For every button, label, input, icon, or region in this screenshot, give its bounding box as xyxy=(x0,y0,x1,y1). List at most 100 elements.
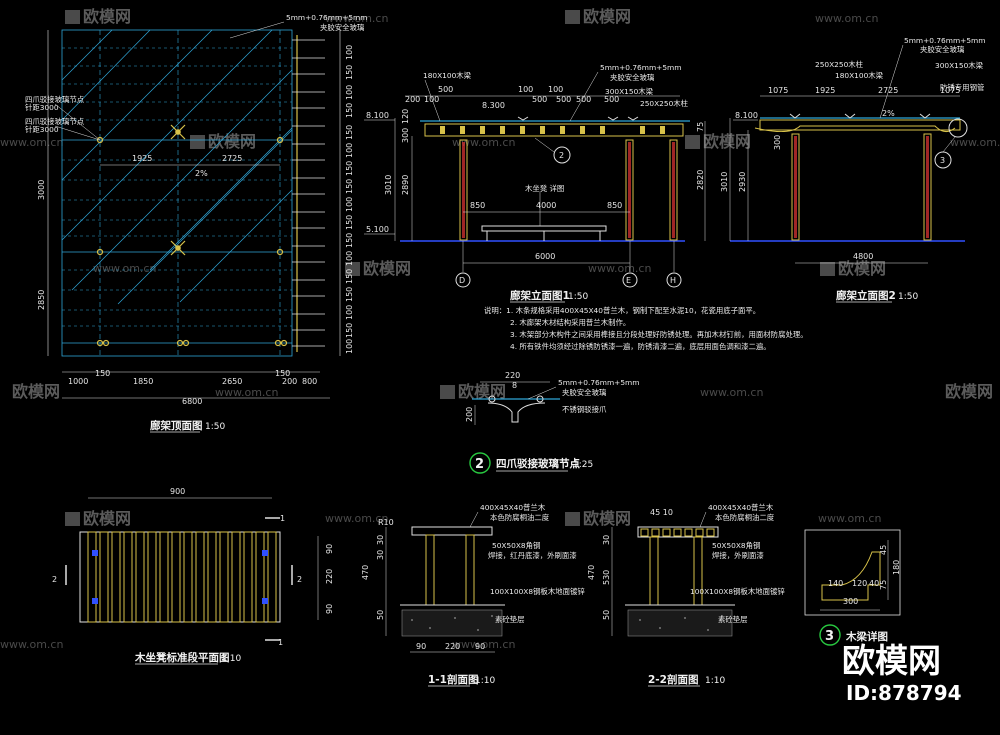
svg-text:100: 100 xyxy=(345,143,354,158)
svg-text:2: 2 xyxy=(559,151,564,160)
elevation-2: 1075 1925 2725 1075 250X250木柱 180X100木梁 … xyxy=(720,36,985,303)
svg-text:850: 850 xyxy=(607,201,622,210)
svg-text:1:50: 1:50 xyxy=(205,422,225,432)
svg-text:90: 90 xyxy=(416,642,426,651)
svg-text:4. 所有铁件均须经过除锈防锈漆一遍，防锈清漆二遍，底层用面: 4. 所有铁件均须经过除锈防锈漆一遍，防锈清漆二遍，底层用面色调和漆二遍。 xyxy=(510,342,771,351)
svg-text:1000: 1000 xyxy=(68,377,88,386)
svg-text:1:10: 1:10 xyxy=(705,676,725,686)
svg-text:150: 150 xyxy=(345,323,354,338)
watermark-brand: 欧模网 xyxy=(363,259,411,278)
svg-text:220: 220 xyxy=(325,569,334,584)
plan-view: 100 150 100 150 150 100 150 150 100 150 … xyxy=(25,13,367,433)
svg-text:470: 470 xyxy=(361,565,370,580)
svg-text:4800: 4800 xyxy=(853,252,873,261)
svg-text:四爪驳接玻璃节点: 四爪驳接玻璃节点 xyxy=(25,95,85,104)
svg-text:500: 500 xyxy=(604,95,619,104)
svg-text:150: 150 xyxy=(345,179,354,194)
svg-text:2: 2 xyxy=(52,575,57,584)
watermark-brand: 欧模网 xyxy=(12,382,60,401)
svg-text:1850: 1850 xyxy=(133,377,153,386)
svg-text:8: 8 xyxy=(512,381,517,390)
svg-text:1:10: 1:10 xyxy=(221,654,241,664)
svg-text:素砼垫层: 素砼垫层 xyxy=(495,615,525,624)
svg-text:100: 100 xyxy=(518,85,533,94)
svg-text:D: D xyxy=(459,276,465,285)
svg-text:200: 200 xyxy=(282,377,297,386)
svg-text:45 10: 45 10 xyxy=(650,508,673,517)
svg-text:30: 30 xyxy=(376,535,385,545)
watermark-url: www.om.cn xyxy=(818,512,881,525)
svg-text:100: 100 xyxy=(345,85,354,100)
svg-text:90: 90 xyxy=(475,642,485,651)
svg-text:100: 100 xyxy=(424,95,439,104)
watermark-url: www.om.cn xyxy=(325,12,388,25)
svg-text:1:10: 1:10 xyxy=(475,676,495,686)
brand-id: ID:878794 xyxy=(846,681,962,705)
design-notes: 说明：1. 木条规格采用400X45X40普兰木，钢制下配至水泥10，花瓷用底子… xyxy=(484,306,808,351)
svg-text:3: 3 xyxy=(825,629,834,644)
watermark-url: www.om.cn xyxy=(0,638,63,651)
svg-text:150: 150 xyxy=(345,287,354,302)
watermark-url: www.om.cn xyxy=(452,638,515,651)
svg-text:50X50X8角钢: 50X50X8角钢 xyxy=(492,541,540,550)
svg-text:5.100: 5.100 xyxy=(366,225,389,234)
watermark-brand: 欧模网 xyxy=(838,259,886,278)
watermark-url: www.om.cn xyxy=(588,262,651,275)
svg-text:夹胶安全玻璃: 夹胶安全玻璃 xyxy=(920,45,964,54)
svg-text:8.100: 8.100 xyxy=(366,111,389,120)
svg-text:45: 45 xyxy=(879,545,888,555)
svg-text:1075: 1075 xyxy=(940,86,960,95)
node2-title: 四爪驳接玻璃节点 xyxy=(496,457,580,470)
watermark-url: www.om.cn xyxy=(452,136,515,149)
svg-text:针距3000: 针距3000 xyxy=(25,125,59,134)
svg-text:本色防腐桐油二度: 本色防腐桐油二度 xyxy=(490,513,550,522)
svg-text:40: 40 xyxy=(869,579,879,588)
svg-text:2650: 2650 xyxy=(222,377,242,386)
svg-text:3000: 3000 xyxy=(37,180,46,200)
svg-text:3010: 3010 xyxy=(720,172,729,192)
svg-text:说明：1. 木条规格采用400X45X40普兰木，钢制下配至: 说明：1. 木条规格采用400X45X40普兰木，钢制下配至水泥10，花瓷用底子… xyxy=(484,306,760,315)
svg-text:300X150木梁: 300X150木梁 xyxy=(605,87,654,96)
svg-text:500: 500 xyxy=(532,95,547,104)
brand-logo-text: 欧模网 xyxy=(842,641,941,680)
svg-text:5mm+0.76mm+5mm: 5mm+0.76mm+5mm xyxy=(904,36,985,45)
svg-text:2890: 2890 xyxy=(401,175,410,195)
svg-text:R10: R10 xyxy=(378,518,394,527)
claw-fittings xyxy=(96,124,288,347)
svg-text:400X45X40普兰木: 400X45X40普兰木 xyxy=(708,503,774,512)
svg-text:300: 300 xyxy=(401,128,410,143)
watermark-brand: 欧模网 xyxy=(83,509,131,528)
svg-text:50: 50 xyxy=(376,610,385,620)
elev2-title: 廊架立面图2 xyxy=(836,289,896,302)
svg-text:100X100X8钢板木地面镀锌: 100X100X8钢板木地面镀锌 xyxy=(690,587,785,596)
svg-text:100: 100 xyxy=(345,45,354,60)
watermark-brand: 欧模网 xyxy=(945,382,993,401)
detail-3: 300 140 120 40 45 180 75 3 木梁详图 xyxy=(804,529,901,646)
svg-text:四爪驳接玻璃节点: 四爪驳接玻璃节点 xyxy=(25,117,85,126)
svg-text:焊接，红丹底漆，外刷面漆: 焊接，红丹底漆，外刷面漆 xyxy=(488,551,577,560)
svg-text:6800: 6800 xyxy=(182,397,202,406)
svg-text:H: H xyxy=(670,276,676,285)
svg-text:针距3000: 针距3000 xyxy=(25,103,59,112)
svg-text:30: 30 xyxy=(602,535,611,545)
svg-text:8.300: 8.300 xyxy=(482,101,505,110)
svg-text:500: 500 xyxy=(438,85,453,94)
svg-text:150: 150 xyxy=(345,65,354,80)
svg-text:50X50X8角钢: 50X50X8角钢 xyxy=(712,541,760,550)
svg-text:本色防腐桐油二度: 本色防腐桐油二度 xyxy=(715,513,775,522)
svg-text:1925: 1925 xyxy=(815,86,835,95)
svg-text:5mm+0.76mm+5mm: 5mm+0.76mm+5mm xyxy=(286,13,367,22)
plan-outline xyxy=(61,29,293,357)
svg-text:1:25: 1:25 xyxy=(573,460,593,470)
svg-text:800: 800 xyxy=(302,377,317,386)
watermark-brand: 欧模网 xyxy=(208,132,256,151)
svg-text:2725: 2725 xyxy=(878,86,898,95)
svg-text:夹胶安全玻璃: 夹胶安全玻璃 xyxy=(562,388,606,397)
svg-text:100: 100 xyxy=(345,197,354,212)
svg-text:180X100木梁: 180X100木梁 xyxy=(423,71,472,80)
svg-text:250X250木柱: 250X250木柱 xyxy=(640,99,689,108)
svg-text:木坐凳 详图: 木坐凳 详图 xyxy=(525,184,564,193)
svg-text:100: 100 xyxy=(548,85,563,94)
svg-text:500: 500 xyxy=(556,95,571,104)
